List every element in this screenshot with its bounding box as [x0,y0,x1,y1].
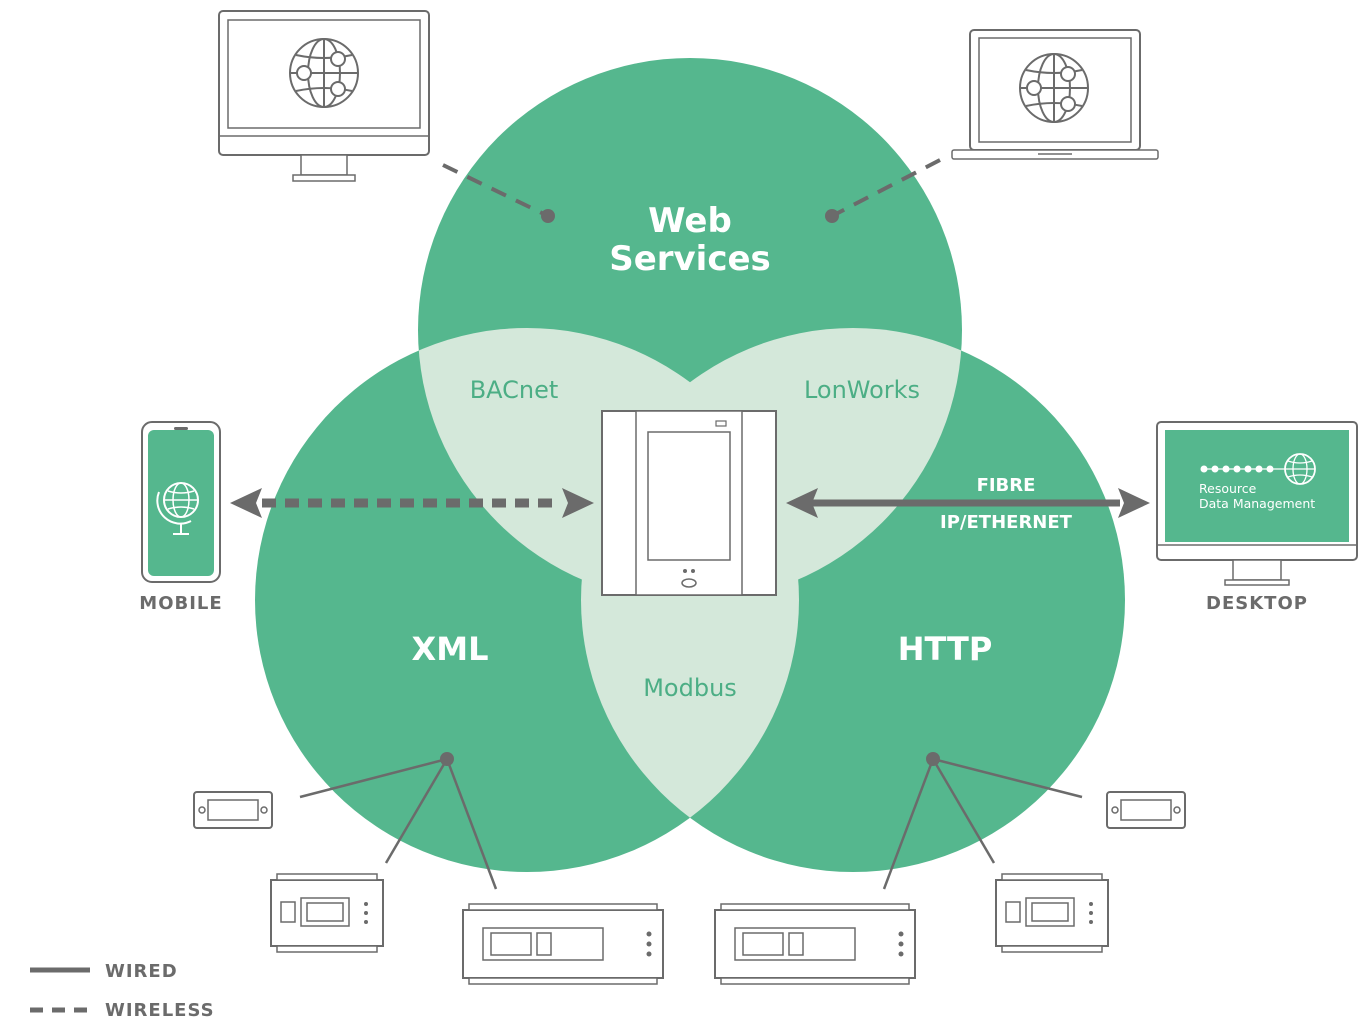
circle-label-xml: XML [412,630,489,668]
wireless-link-laptop [825,158,941,223]
globe-icon [1284,453,1316,485]
globe-network-icon [1019,53,1089,123]
wireless-link-monitor [442,163,555,223]
desktop-screen-line2: Data Management [1199,496,1315,511]
controller-small-left [270,873,384,953]
circle-label-web: Web [648,201,732,241]
wired-arrow-desktop [786,488,1150,518]
desktop-screen-line1: Resource [1199,481,1257,496]
connection-label-ethernet: IP/ETHERNET [940,512,1073,533]
circle-label-services: Services [609,239,771,279]
connection-label-fibre: FIBRE [977,475,1036,496]
dots-decoration [1200,465,1285,473]
legend-wireless-label: WIRELESS [105,1000,215,1018]
legend-wired-label: WIRED [105,961,178,982]
wired-links-right [882,752,1083,890]
wired-links-left [299,752,498,890]
central-controller [601,410,777,596]
wireless-arrow-mobile [230,488,594,518]
mobile-device [141,421,221,583]
overlap-label-bacnet: BACnet [470,376,559,404]
mobile-label: MOBILE [139,593,222,614]
controller-small-right [995,873,1109,953]
globe-network-icon [289,38,359,108]
controller-large-left [462,903,664,985]
thermostat-device-right [1106,791,1186,829]
circle-label-http: HTTP [898,630,993,668]
overlap-label-lonworks: LonWorks [804,376,920,404]
overlap-label-modbus: Modbus [643,674,737,702]
desktop-device: Resource Data Management [1156,421,1358,586]
globe-icon [156,482,199,535]
laptop-device [951,29,1159,160]
legend: WIRED WIRELESS [30,961,215,1018]
desktop-label: DESKTOP [1206,593,1308,614]
controller-large-right [714,903,916,985]
thermostat-device-left [193,791,273,829]
desktop-monitor-device [218,10,430,182]
